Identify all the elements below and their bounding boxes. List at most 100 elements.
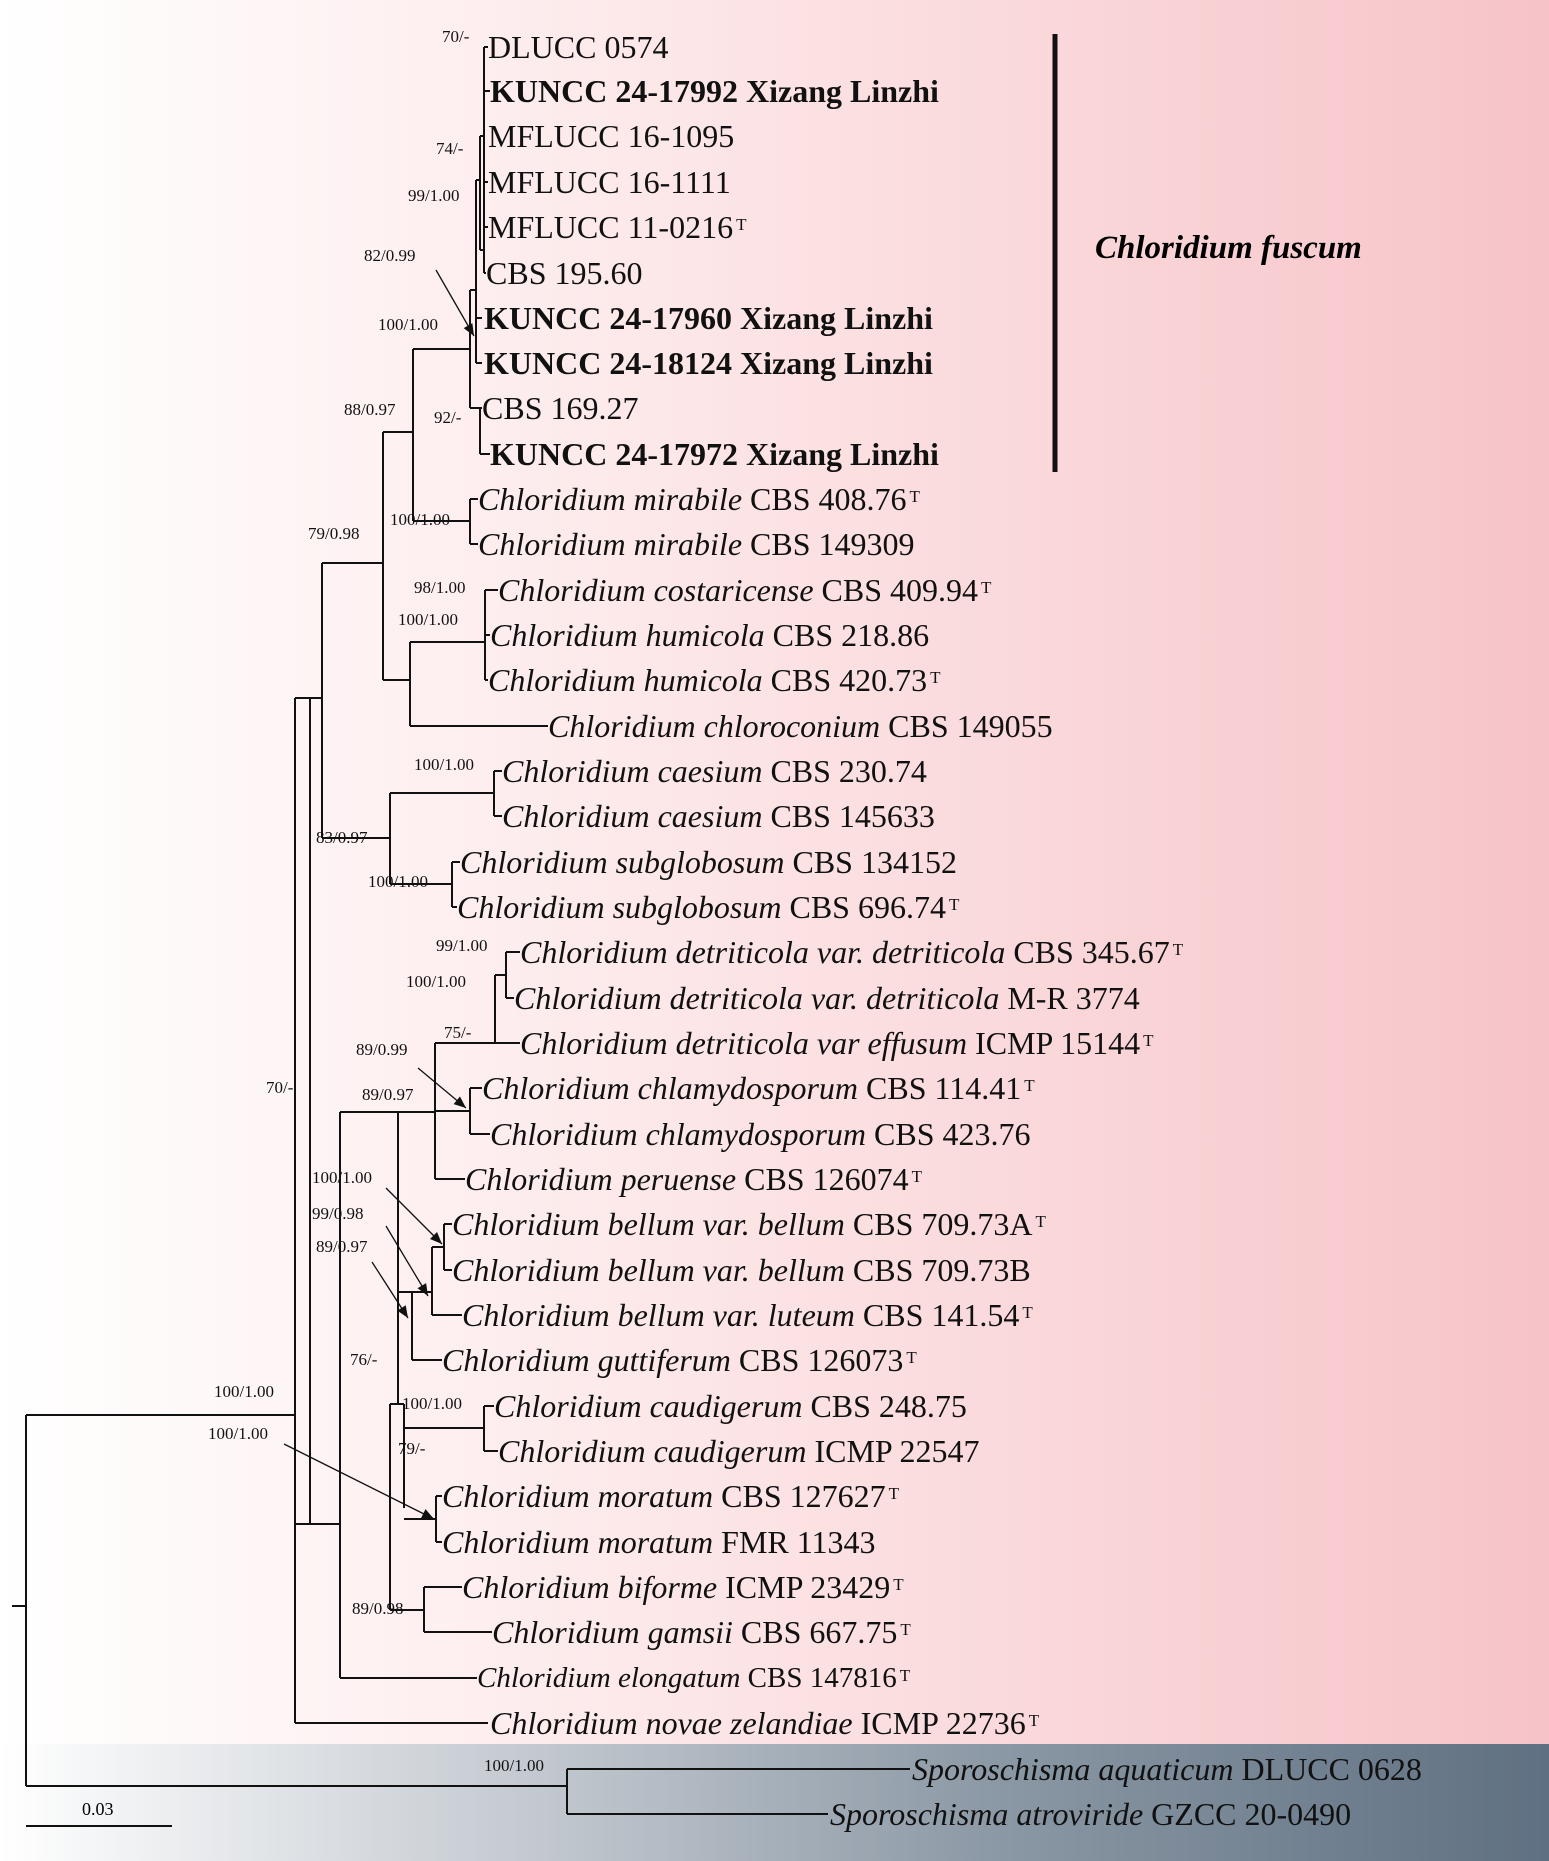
taxon-species: Chloridium gamsii [492, 1614, 733, 1650]
taxon-species: Chloridium biforme [462, 1569, 718, 1605]
taxon-strain: CBS 709.73A [844, 1206, 1033, 1242]
taxon-species: Chloridium caesium [502, 753, 763, 789]
taxon-strain: CBS 141.54 [854, 1297, 1020, 1333]
taxon-strain: CBS 408.76 [742, 481, 907, 517]
support-value: 79/- [398, 1439, 426, 1458]
taxon-strain: CBS 409.94 [813, 572, 979, 608]
taxon-species: Chloridium humicola [490, 617, 765, 653]
support-value: 98/1.00 [414, 578, 466, 597]
taxon-species: Chloridium bellum var. bellum [452, 1252, 845, 1288]
type-strain-mark: T [981, 578, 992, 597]
taxon-strain: MFLUCC 16-1095 [488, 118, 735, 154]
taxon-strain: CBS 127627 [713, 1478, 886, 1514]
taxon-species: Chloridium caudigerum [494, 1388, 803, 1424]
taxon-label-t7: KUNCC 24-17960 Xizang Linzhi [484, 299, 933, 337]
ingroup-background [0, 0, 1549, 1744]
type-strain-mark: T [1172, 940, 1184, 959]
taxon-label-t6: CBS 195.60 [486, 254, 642, 292]
pointer-line [385, 1187, 443, 1245]
taxon-species: Chloridium detriticola var. detriticola [514, 980, 1000, 1016]
taxon-label-t4: MFLUCC 16-1111 [488, 163, 731, 201]
taxon-species: Chloridium mirabile [478, 526, 743, 562]
taxon-strain: CBS 667.75 [732, 1614, 898, 1650]
support-value: 89/0.98 [352, 1599, 404, 1618]
pointer-arrowhead [417, 1283, 428, 1296]
support-value: 83/0.97 [316, 828, 368, 847]
taxon-species: Chloridium chloroconium [548, 708, 881, 744]
taxon-species: Chloridium moratum [442, 1478, 714, 1514]
taxon-label-t16: Chloridium chloroconium CBS 149055 [548, 707, 1053, 745]
taxon-species: Chloridium bellum var. luteum [462, 1297, 855, 1333]
taxon-label-t32: Chloridium caudigerum ICMP 22547 [498, 1432, 980, 1470]
taxon-species: Chloridium bellum var. bellum [452, 1206, 845, 1242]
taxon-strain: FMR 11343 [713, 1524, 876, 1560]
taxon-strain: CBS 696.74 [781, 889, 946, 925]
taxon-species: Chloridium subglobosum [457, 889, 782, 925]
taxon-species: Chloridium caesium [502, 798, 763, 834]
type-strain-mark: T [1024, 1076, 1035, 1095]
type-strain-mark: T [893, 1575, 904, 1594]
type-strain-mark: T [1143, 1031, 1154, 1050]
support-value: 100/1.00 [312, 1168, 372, 1187]
taxon-strain: ICMP 23429 [717, 1569, 891, 1605]
taxon-species: Chloridium caudigerum [498, 1433, 807, 1469]
taxon-species: Chloridium chlamydosporum [482, 1070, 858, 1106]
taxon-strain: CBS 149055 [880, 708, 1053, 744]
support-value: 100/1.00 [398, 610, 458, 629]
taxon-strain: CBS 230.74 [762, 753, 927, 789]
taxon-strain: ICMP 22736 [852, 1705, 1026, 1741]
pointer-line [435, 269, 475, 337]
support-value: 100/1.00 [402, 1394, 462, 1413]
taxon-label-t8: KUNCC 24-18124 Xizang Linzhi [484, 344, 933, 382]
support-value: 75/- [444, 1023, 472, 1042]
support-value: 89/0.99 [356, 1040, 408, 1059]
taxon-species: Sporoschisma atroviride [830, 1796, 1144, 1832]
pointer-arrowhead [463, 323, 474, 336]
taxon-strain: MFLUCC 11-0216 [488, 209, 734, 245]
taxon-strain: CBS 169.27 [482, 390, 639, 426]
taxon-label-t17: Chloridium caesium CBS 230.74 [502, 752, 927, 790]
type-strain-mark: T [888, 1484, 900, 1503]
support-value: 70/- [442, 27, 470, 46]
taxon-species: Chloridium costaricense [498, 572, 814, 608]
type-strain-mark: T [906, 1348, 917, 1367]
taxon-strain: M-R 3774 [999, 980, 1140, 1016]
taxon-species: Chloridium elongatum [477, 1662, 741, 1694]
taxon-species: Chloridium novae zelandiae [490, 1705, 853, 1741]
taxon-label-t12: Chloridium mirabile CBS 149309 [478, 525, 915, 563]
type-strain-mark: T [930, 668, 941, 687]
taxon-species: Chloridium detriticola var effusum [520, 1025, 968, 1061]
taxon-label-t34: Chloridium moratum FMR 11343 [442, 1523, 876, 1561]
pointer-line [385, 1225, 429, 1297]
taxon-species: Chloridium subglobosum [460, 844, 785, 880]
type-strain-mark: T [900, 1620, 911, 1639]
taxon-label-t27: Chloridium bellum var. bellum CBS 709.73… [452, 1205, 1046, 1243]
taxon-strain: CBS 126073 [730, 1342, 904, 1378]
taxon-label-t29: Chloridium bellum var. luteum CBS 141.54… [462, 1296, 1033, 1334]
taxon-label-t2: KUNCC 24-17992 Xizang Linzhi [490, 72, 939, 110]
support-value: 82/0.99 [364, 246, 416, 265]
type-strain-mark: T [899, 1666, 911, 1685]
taxon-strain: CBS 195.60 [486, 255, 643, 291]
type-strain-mark: T [909, 487, 920, 506]
taxon-strain: CBS 114.41 [858, 1070, 1022, 1106]
pointer-line [283, 1443, 435, 1520]
taxon-strain: KUNCC 24-17972 Xizang Linzhi [490, 436, 939, 472]
taxon-strain: CBS 423.76 [866, 1116, 1031, 1152]
taxon-strain: KUNCC 24-18124 Xizang Linzhi [484, 345, 933, 381]
outgroup-background [0, 1744, 1549, 1861]
taxon-strain: MFLUCC 16-1111 [488, 164, 731, 200]
support-value: 99/1.00 [408, 186, 460, 205]
taxon-strain: CBS 248.75 [802, 1388, 967, 1424]
pointer-arrowhead [429, 1231, 442, 1244]
type-strain-mark: T [1035, 1212, 1046, 1231]
taxon-label-t9: CBS 169.27 [482, 389, 638, 427]
